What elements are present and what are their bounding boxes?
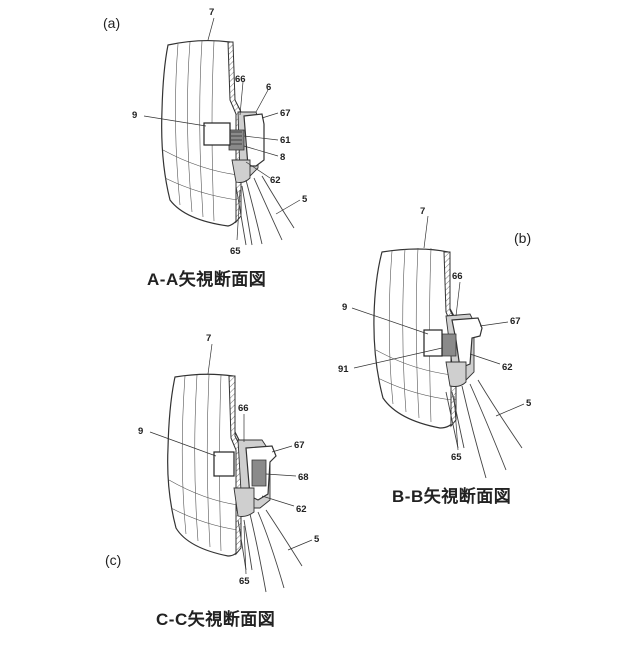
part-9-c xyxy=(214,452,234,476)
label-67-a: 67 xyxy=(280,108,291,119)
label-62-b: 62 xyxy=(502,362,513,373)
panel-b: (b) 7 66 9 67 91 62 5 65 B-B矢視断面図 xyxy=(338,206,532,506)
label-9-c: 9 xyxy=(138,426,143,437)
frame-5-c xyxy=(250,510,302,592)
frame-5-a xyxy=(246,176,294,244)
label-5-b: 5 xyxy=(526,398,532,409)
panel-c: (c) 7 66 9 67 68 62 5 65 C-C矢視断面図 xyxy=(105,333,320,629)
part-9-a xyxy=(204,123,230,145)
label-61-a: 61 xyxy=(280,135,291,146)
label-65-a: 65 xyxy=(230,246,241,257)
label-7-a: 7 xyxy=(209,7,214,18)
label-67-b: 67 xyxy=(510,316,521,327)
caption-c: C-C矢視断面図 xyxy=(156,609,275,629)
caption-b: B-B矢視断面図 xyxy=(392,486,511,506)
panel-tag-c: (c) xyxy=(105,552,121,568)
label-62-c: 62 xyxy=(296,504,307,515)
label-66-a: 66 xyxy=(235,74,246,85)
label-65-b: 65 xyxy=(451,452,462,463)
label-66-b: 66 xyxy=(452,271,463,282)
panel-tag-b: (b) xyxy=(514,230,531,246)
caption-a: A-A矢視断面図 xyxy=(147,269,266,289)
label-5-a: 5 xyxy=(302,194,308,205)
label-8-a: 8 xyxy=(280,152,285,163)
label-6-a: 6 xyxy=(266,82,271,93)
label-66-c: 66 xyxy=(238,403,249,414)
label-9-a: 9 xyxy=(132,110,137,121)
label-65-c: 65 xyxy=(239,576,250,587)
label-7-c: 7 xyxy=(206,333,211,344)
label-5-c: 5 xyxy=(314,534,320,545)
part-68-c xyxy=(252,460,266,486)
bracket-67-a xyxy=(244,114,264,166)
panel-tag-a: (a) xyxy=(103,15,120,31)
frame-5-b xyxy=(462,380,522,478)
panel-a: (a) 7 6 66 67 9 xyxy=(103,7,308,289)
label-62-a: 62 xyxy=(270,175,281,186)
label-9-b: 9 xyxy=(342,302,347,313)
label-67-c: 67 xyxy=(294,440,305,451)
label-91-b: 91 xyxy=(338,364,349,375)
label-68-c: 68 xyxy=(298,472,309,483)
label-7-b: 7 xyxy=(420,206,425,217)
